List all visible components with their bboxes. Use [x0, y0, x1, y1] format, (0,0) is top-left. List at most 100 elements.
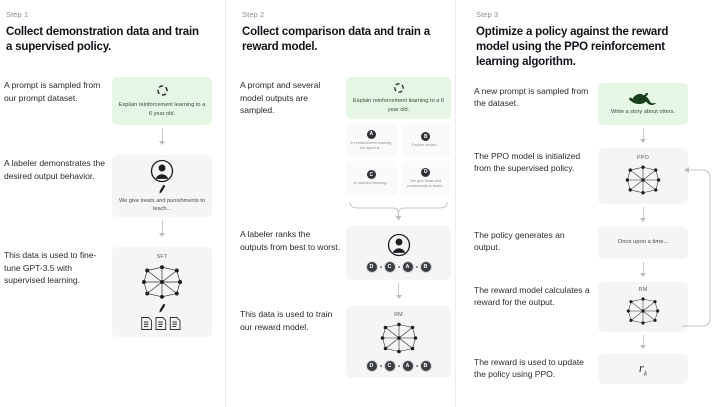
step-1-row-prompt: A prompt is sampled from our prompt data… [4, 77, 225, 149]
step-1-labeler-card: We give treats and punishments to teach.… [112, 155, 212, 218]
rank-badge-3: A [401, 261, 414, 274]
output-text: In reinforcement learning, the agent is.… [350, 140, 393, 150]
person-icon [387, 233, 411, 257]
step-1-prompt-card: Explain reinforcement learning to a 6 ye… [112, 77, 212, 126]
step-2-row-rm: This data is used to train our reward mo… [240, 306, 455, 379]
step-1-prompt-text: Explain reinforcement learning to a 6 ye… [118, 102, 206, 117]
arrow-down [159, 220, 165, 238]
output-card-d: D We give treats and punishments to teac… [400, 161, 451, 196]
output-badge: B [421, 132, 431, 142]
step-3-row-rm: The reward model calculates a reward for… [474, 281, 720, 352]
step-2-caption-2: A labeler ranks the outputs from best to… [240, 229, 340, 252]
rank-badge-2: C [383, 360, 396, 373]
rank-separator [415, 365, 418, 368]
step-3-prompt-text: Write a story about otters. [611, 109, 675, 116]
step-2-rm-card: RM [346, 306, 451, 379]
brace-converge-icon [346, 200, 451, 222]
rank-separator [415, 266, 418, 269]
step-3-caption-5: The reward is used to update the policy … [474, 356, 584, 379]
step-1-labeler-text: We give treats and punishments to teach.… [118, 197, 206, 213]
step-2-caption-1: A prompt and several model outputs are s… [240, 80, 321, 116]
arrow-down [159, 128, 165, 146]
rm-label: RM [638, 286, 648, 293]
person-icon [150, 159, 174, 183]
output-card-a: A In reinforcement learning, the agent i… [346, 123, 397, 158]
output-badge: C [366, 170, 376, 180]
step-3-ppo-card: PPO [598, 147, 688, 204]
step-3-title: Optimize a policy against the reward mod… [476, 26, 669, 69]
rank-badge-1: D [365, 261, 378, 274]
pen-icon [157, 184, 167, 195]
rm-ranking-row: D C A B [365, 360, 432, 373]
step-1-sft-card: SFT [112, 247, 212, 338]
step-3-row-output: The policy generates an output. Once upo… [474, 226, 720, 280]
step-1-column: Step 1 Collect demonstration data and tr… [0, 0, 225, 407]
rank-separator [397, 266, 400, 269]
step-3-label: Step 3 [476, 10, 499, 19]
step-3-caption-2: The PPO model is initialized from the su… [474, 150, 581, 173]
step-1-caption-3: This data is used to fine-tune GPT-3.5 w… [4, 250, 97, 286]
step-3-prompt-card: Write a story about otters. [598, 82, 688, 125]
reward-symbol: rk [638, 359, 648, 378]
rank-badge-2: C [383, 261, 396, 274]
output-badge: A [366, 129, 376, 139]
output-badge: D [421, 167, 431, 177]
step-2-prompt-text: Explain reinforcement learning to a 6 ye… [352, 98, 445, 113]
step-3-row-prompt: A new prompt is sampled from the dataset… [474, 82, 720, 146]
arrow-down [395, 283, 402, 300]
step-2-column: Step 2 Collect comparison data and train… [225, 0, 455, 407]
step-3-caption-3: The policy generates an output. [474, 229, 565, 252]
step-1-title: Collect demonstration data and train a s… [6, 26, 199, 54]
arrow-down [640, 127, 646, 143]
ppo-label: PPO [637, 154, 649, 161]
arrow-down [640, 206, 646, 222]
rm-label: RM [394, 312, 403, 319]
neural-network-icon [623, 163, 663, 197]
step-1-row-sft: This data is used to fine-tune GPT-3.5 w… [4, 247, 225, 338]
neural-network-icon [139, 262, 185, 302]
ranking-row: D C A B [365, 261, 432, 274]
step-3-caption-1: A new prompt is sampled from the dataset… [474, 85, 589, 108]
arrow-down [640, 261, 646, 277]
arrow-down [640, 334, 646, 349]
step-3-reward-card: rk [598, 353, 688, 384]
step-3-row-reward: The reward is used to update the policy … [474, 353, 720, 384]
documents-icon [139, 316, 185, 331]
step-1-caption-1: A prompt is sampled from our prompt data… [4, 80, 101, 103]
output-text: Explain reward... [412, 143, 440, 148]
step-2-prompt-card: Explain reinforcement learning to a 6 ye… [346, 77, 451, 120]
rank-separator [379, 266, 382, 269]
step-3-rm-card: RM [598, 281, 688, 332]
rank-badge-4: B [419, 360, 432, 373]
output-card-c: C In machine learning... [346, 161, 397, 196]
recycle-icon [393, 82, 405, 94]
feedback-loop-arrow [674, 150, 714, 340]
otter-icon [628, 90, 658, 106]
step-1-row-labeler: A labeler demonstrates the desired outpu… [4, 155, 225, 241]
step-2-ranking-card: D C A B [346, 226, 451, 281]
step-1-label: Step 1 [6, 10, 29, 19]
step-3-row-ppo: The PPO model is initialized from the su… [474, 147, 720, 225]
step-3-output-text: Once upon a time... [617, 239, 669, 246]
rank-separator [397, 365, 400, 368]
step-2-row-rank: A labeler ranks the outputs from best to… [240, 226, 455, 302]
rank-badge-3: A [401, 360, 414, 373]
step-2-row-sample: A prompt and several model outputs are s… [240, 77, 455, 222]
step-2-outputs-grid: A In reinforcement learning, the agent i… [342, 119, 455, 199]
rank-badge-4: B [419, 261, 432, 274]
pen-icon [157, 303, 167, 314]
step-2-label: Step 2 [242, 10, 265, 19]
rank-separator [379, 365, 382, 368]
sft-label: SFT [156, 253, 168, 260]
recycle-icon [156, 84, 169, 97]
rank-badge-1: D [365, 360, 378, 373]
step-2-caption-3: This data is used to train our reward mo… [240, 309, 333, 332]
output-card-b: B Explain reward... [400, 123, 451, 158]
output-text: We give treats and punishments to teach.… [406, 178, 445, 188]
neural-network-icon [624, 295, 662, 327]
step-1-caption-2: A labeler demonstrates the desired outpu… [4, 158, 105, 181]
step-3-caption-4: The reward model calculates a reward for… [474, 284, 590, 307]
neural-network-icon [378, 320, 420, 356]
step-2-title: Collect comparison data and train a rewa… [242, 26, 430, 54]
